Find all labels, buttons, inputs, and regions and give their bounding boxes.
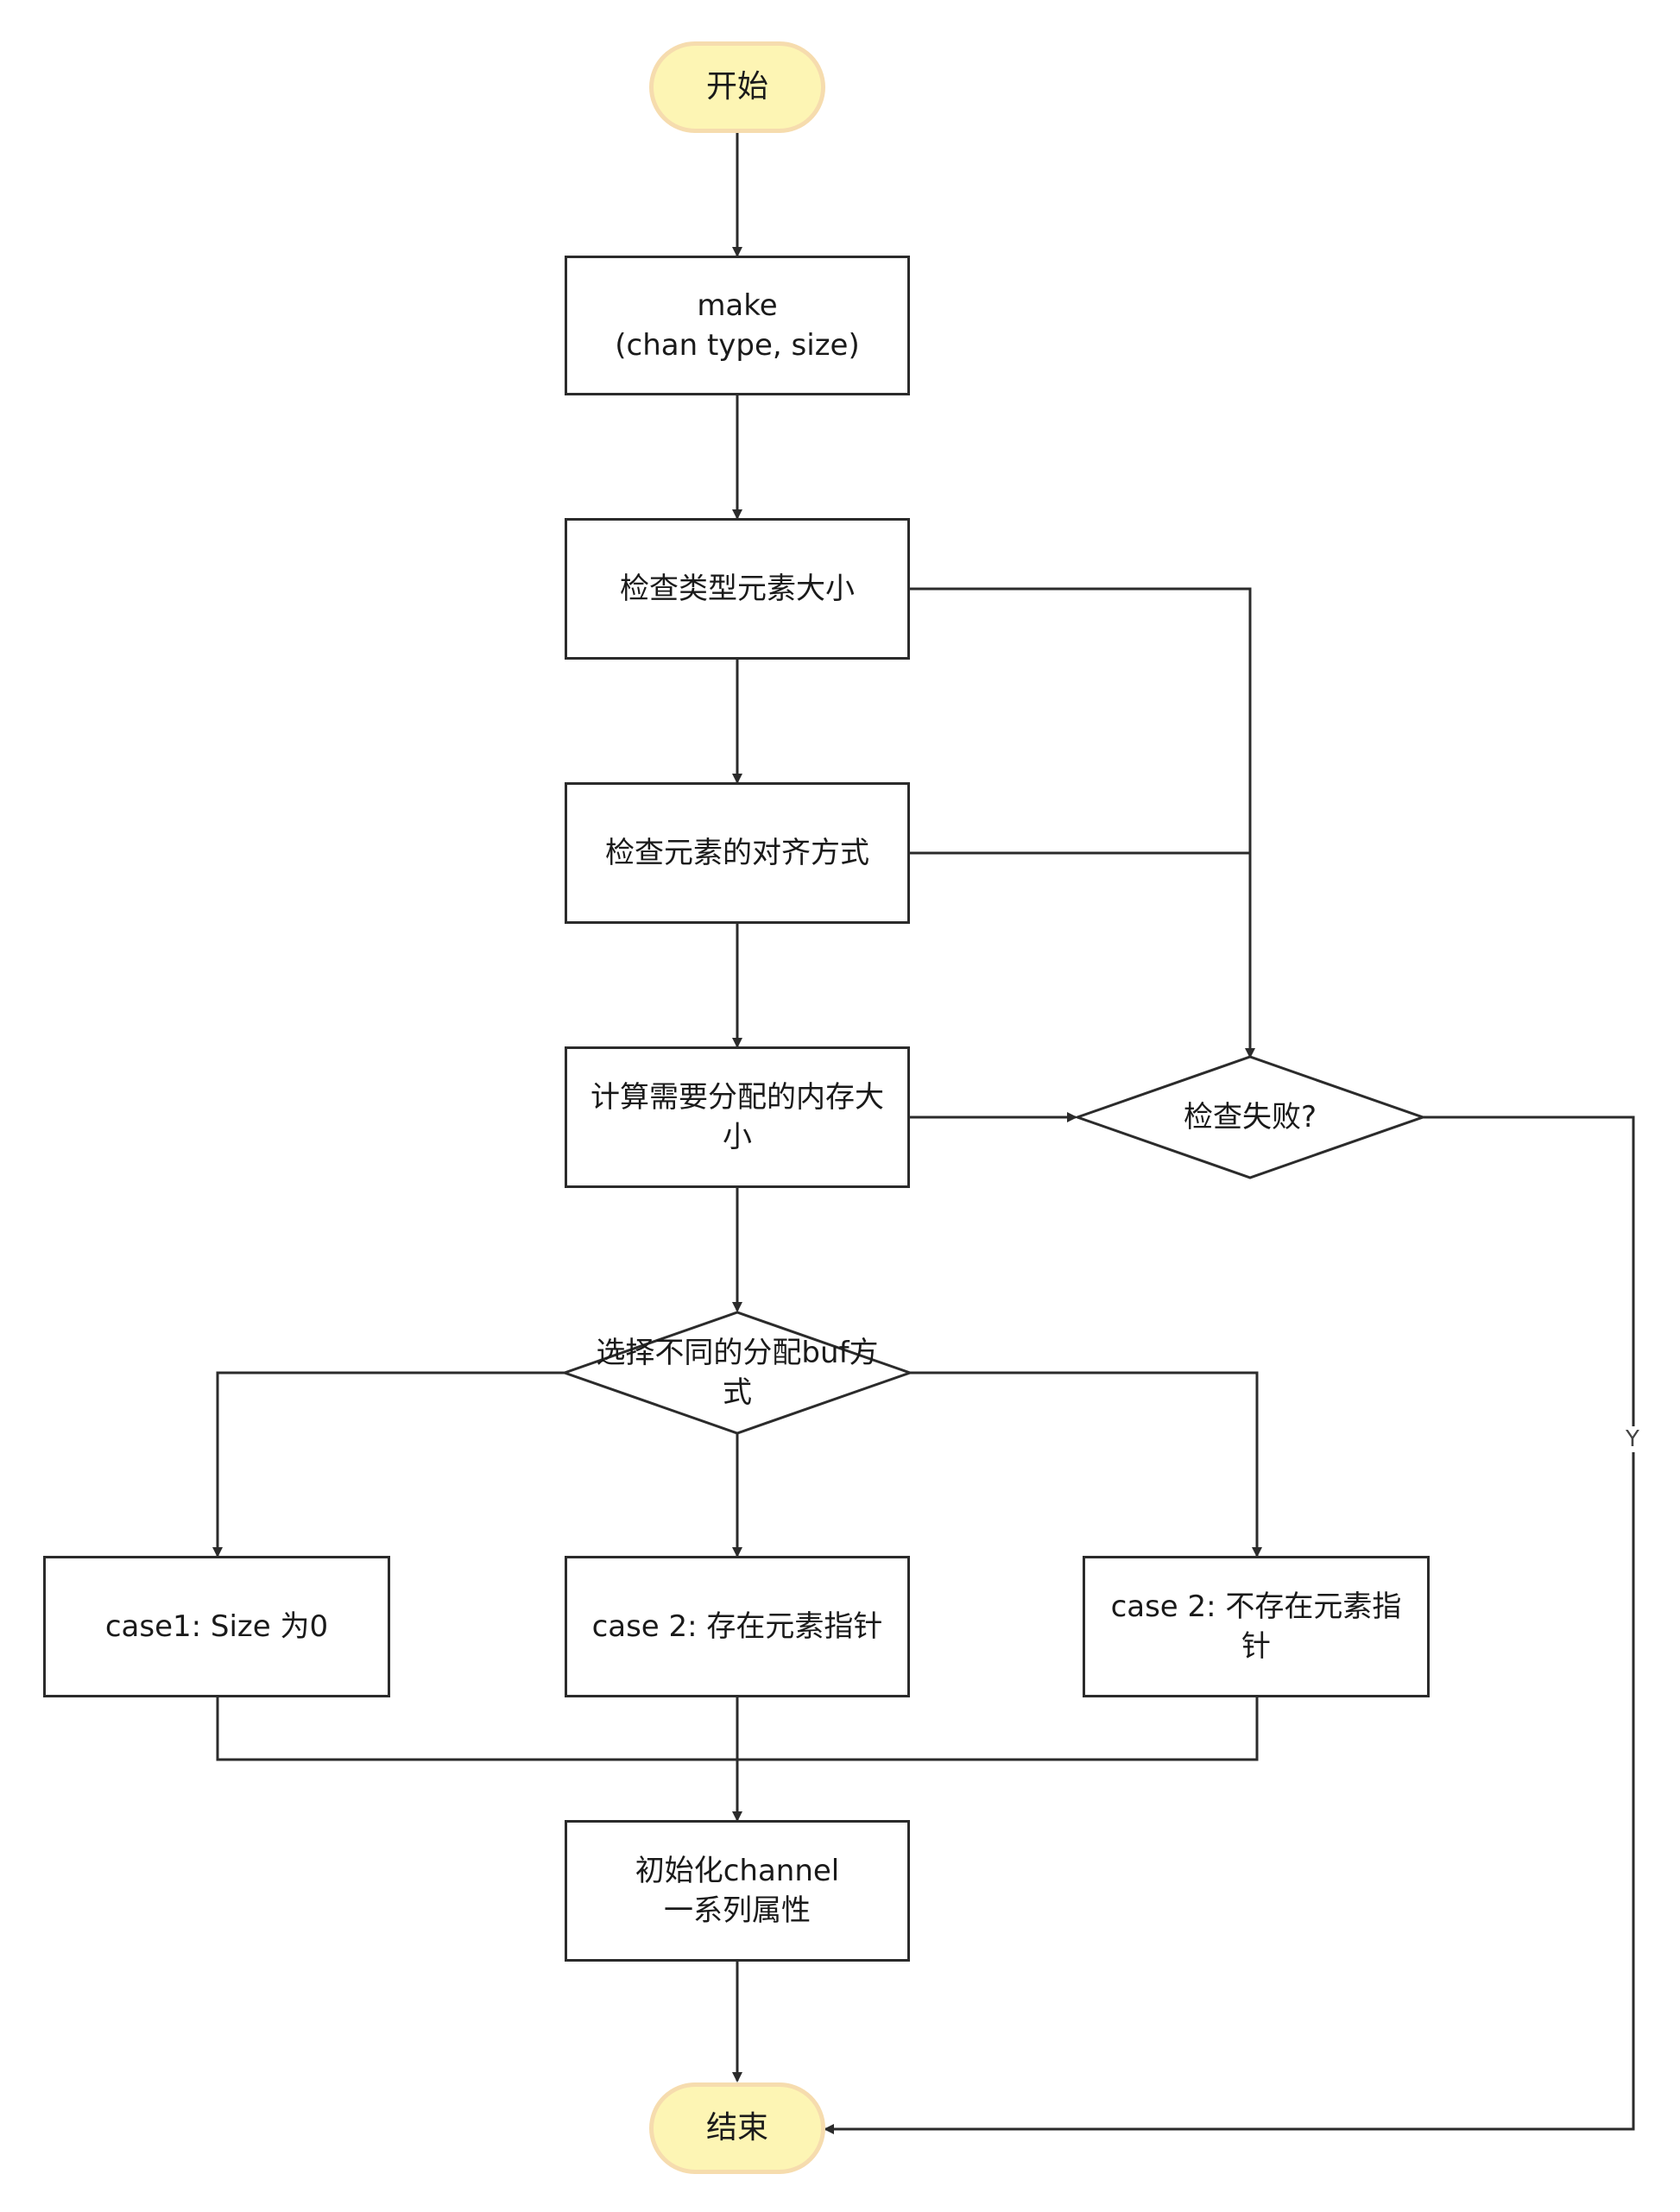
case1-label: case1: Size 为0	[104, 1609, 329, 1644]
check-size-process: 检查类型元素大小	[565, 518, 910, 660]
choose-buf-diamond	[560, 1311, 914, 1435]
choose-buf-label: 选择不同的分配buf方 式	[596, 1336, 879, 1410]
case2a-process: case 2: 存在元素指针	[565, 1556, 910, 1697]
edge-choose-case1	[212, 1371, 565, 1558]
check-fail-diamond	[1073, 1055, 1427, 1179]
edge-fail-end	[824, 1115, 1635, 2134]
edge-checksize-fail	[910, 587, 1255, 1059]
calc-mem-process: 计算需要分配的内存大 小	[565, 1046, 910, 1188]
choose-buf-decision: 选择不同的分配buf方 式	[573, 1330, 901, 1416]
case2b-label: case 2: 不存在元素指 针	[1110, 1589, 1402, 1664]
init-process: 初始化channel 一系列属性	[565, 1820, 910, 1962]
check-align-process: 检查元素的对齐方式	[565, 782, 910, 924]
edge-choose-case2b	[910, 1371, 1262, 1558]
check-fail-label: 检查失败?	[1183, 1100, 1317, 1134]
check-align-label: 检查元素的对齐方式	[605, 836, 869, 870]
end-label: 结束	[705, 2110, 768, 2146]
fail-yes-label: Y	[1626, 1426, 1639, 1452]
check-size-label: 检查类型元素大小	[620, 572, 855, 606]
make-label: make (chan type, size)	[615, 288, 860, 363]
case1-process: case1: Size 为0	[43, 1556, 390, 1697]
make-process: make (chan type, size)	[565, 256, 910, 395]
start-label: 开始	[705, 69, 768, 104]
end-terminal: 结束	[649, 2082, 825, 2174]
case2a-label: case 2: 存在元素指针	[591, 1609, 883, 1644]
case2b-process: case 2: 不存在元素指 针	[1083, 1556, 1430, 1697]
calc-mem-label: 计算需要分配的内存大 小	[591, 1080, 884, 1154]
check-fail-decision: 检查失败?	[1105, 1083, 1395, 1152]
init-label: 初始化channel 一系列属性	[635, 1854, 840, 1928]
start-terminal: 开始	[649, 41, 825, 133]
